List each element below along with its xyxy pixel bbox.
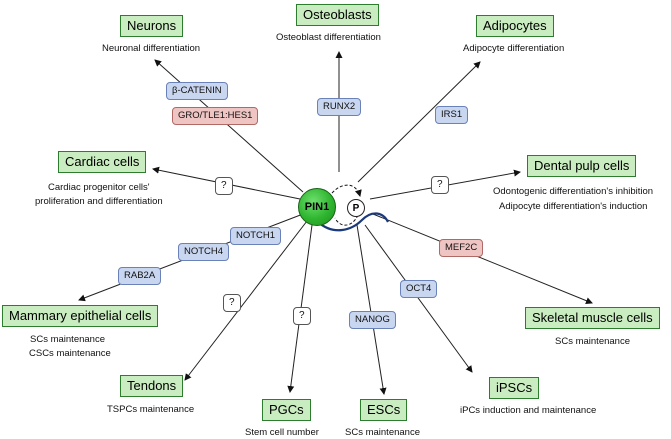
mediator-gro-tle1-hes1: GRO/TLE1:HES1 bbox=[172, 107, 259, 125]
caption-cardiac-2: proliferation and differentiation bbox=[35, 196, 163, 207]
caption-ipscs: iPCs induction and maintenance bbox=[460, 405, 597, 416]
caption-osteoblasts: Osteoblast differentiation bbox=[276, 32, 381, 43]
target-ipscs: iPSCs bbox=[489, 377, 540, 399]
edge-neurons bbox=[154, 59, 304, 193]
mediator-mef2c: MEF2C bbox=[439, 239, 484, 257]
caption-mammary-2: CSCs maintenance bbox=[29, 348, 111, 359]
pin1-node: PIN1 bbox=[298, 188, 336, 226]
mediator-unknown-pgcs: ? bbox=[293, 307, 311, 325]
target-mammary: Mammary epithelial cells bbox=[2, 305, 159, 327]
caption-escs: SCs maintenance bbox=[345, 427, 420, 438]
target-neurons: Neurons bbox=[120, 15, 184, 37]
mediator-notch1: NOTCH1 bbox=[230, 227, 282, 245]
substrate-strand bbox=[317, 212, 389, 232]
caption-mammary-1: SCs maintenance bbox=[30, 334, 105, 345]
target-escs: ESCs bbox=[360, 399, 408, 421]
target-dental: Dental pulp cells bbox=[527, 155, 637, 177]
target-skeletal: Skeletal muscle cells bbox=[525, 307, 660, 329]
caption-neurons: Neuronal differentiation bbox=[102, 43, 201, 54]
mediator-nanog: NANOG bbox=[349, 311, 396, 329]
mediator-notch4: NOTCH4 bbox=[178, 243, 230, 261]
edge-ipscs bbox=[364, 224, 473, 373]
edge-adipocytes bbox=[357, 61, 481, 183]
mediator-unknown-tendons: ? bbox=[223, 294, 241, 312]
target-osteoblasts: Osteoblasts bbox=[296, 4, 379, 26]
caption-pgcs: Stem cell number bbox=[245, 427, 319, 438]
mediator-runx2: RUNX2 bbox=[317, 98, 362, 116]
mediator-oct4: OCT4 bbox=[400, 280, 438, 298]
edge-escs bbox=[356, 224, 387, 395]
caption-dental-1: Odontogenic differentiation's inhibition bbox=[493, 186, 654, 197]
mediator-beta-catenin: β-CATENIN bbox=[166, 82, 228, 100]
caption-tendons: TSPCs maintenance bbox=[107, 404, 195, 415]
phospho-cycle-return bbox=[334, 214, 359, 226]
target-pgcs: PGCs bbox=[262, 399, 311, 421]
mediator-irs1: IRS1 bbox=[435, 106, 469, 124]
target-tendons: Tendons bbox=[120, 375, 184, 397]
caption-cardiac-1: Cardiac progenitor cells' bbox=[48, 182, 150, 193]
caption-adipocytes: Adipocyte differentiation bbox=[463, 43, 565, 54]
target-adipocytes: Adipocytes bbox=[476, 15, 554, 37]
mediator-unknown-dental: ? bbox=[431, 176, 449, 194]
mediator-rab2a: RAB2A bbox=[118, 267, 162, 285]
caption-skeletal: SCs maintenance bbox=[555, 336, 630, 347]
mediator-unknown-cardiac: ? bbox=[215, 177, 233, 195]
target-cardiac: Cardiac cells bbox=[58, 151, 147, 173]
caption-dental-2: Adipocyte differentiation's induction bbox=[499, 201, 648, 212]
phosphate-badge: P bbox=[347, 199, 365, 217]
phospho-cycle-arrow bbox=[331, 184, 362, 197]
edge-skeletal bbox=[372, 213, 593, 304]
edge-tendons bbox=[184, 220, 308, 381]
